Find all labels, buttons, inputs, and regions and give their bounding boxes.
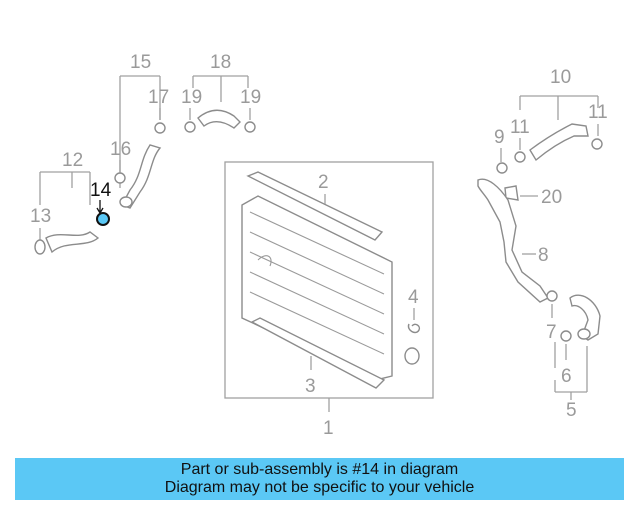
clip-4[interactable] (407, 323, 421, 334)
leader-18 (192, 75, 249, 102)
caption-line-1: Part or sub-assembly is #14 in diagram (180, 461, 459, 478)
callout-10[interactable]: 10 (550, 67, 571, 88)
clamp-13[interactable] (34, 239, 46, 255)
callout-18[interactable]: 18 (210, 52, 231, 73)
leader-14 (96, 200, 104, 215)
intercooler-group: 1 2 3 4 (224, 161, 434, 439)
bracket-20[interactable] (504, 185, 519, 201)
pipe-8[interactable] (477, 178, 550, 303)
callout-1[interactable]: 1 (323, 418, 334, 439)
callout-14[interactable]: 14 (90, 180, 112, 201)
callout-9[interactable]: 9 (494, 127, 505, 148)
callout-11b[interactable]: 11 (588, 102, 608, 123)
callout-8[interactable]: 8 (538, 245, 549, 266)
hose-5-end (577, 328, 591, 340)
hose-15-end (119, 196, 133, 208)
leader-5 (554, 342, 588, 400)
hose-15[interactable] (121, 144, 162, 209)
clamp-11b[interactable] (591, 138, 603, 150)
callout-7[interactable]: 7 (546, 322, 557, 343)
caption-bar: Part or sub-assembly is #14 in diagram D… (15, 458, 624, 500)
clamp-9[interactable] (496, 162, 508, 174)
leader-12 (39, 171, 91, 205)
hose-12[interactable] (45, 231, 100, 254)
callout-12[interactable]: 12 (62, 150, 83, 171)
callout-16[interactable]: 16 (110, 139, 131, 160)
clamp-6[interactable] (560, 330, 572, 342)
seal-strip-2[interactable] (246, 171, 384, 241)
seal-strip-3[interactable] (250, 317, 386, 389)
callout-5[interactable]: 5 (566, 400, 577, 421)
leader-10 (519, 95, 599, 120)
hose-10[interactable] (529, 123, 589, 162)
clamp-14-highlighted[interactable] (96, 212, 110, 226)
intercooler-outlet (404, 347, 420, 365)
right-hose-group: 10 11 11 9 20 8 7 6 5 (477, 67, 608, 421)
caption-line-2: Diagram may not be specific to your vehi… (164, 479, 475, 496)
clamp-19b[interactable] (244, 121, 256, 133)
callout-19a[interactable]: 19 (181, 87, 202, 108)
callout-20[interactable]: 20 (541, 187, 562, 208)
callout-17[interactable]: 17 (148, 87, 169, 108)
left-hose-group: 12 13 14 15 16 17 (30, 52, 169, 255)
clamp-19a[interactable] (184, 121, 196, 133)
clamp-17[interactable] (154, 122, 166, 134)
callout-2[interactable]: 2 (318, 172, 329, 193)
intercooler-fins (249, 211, 385, 355)
callout-13[interactable]: 13 (30, 206, 51, 227)
callout-11a[interactable]: 11 (510, 117, 530, 138)
callout-4[interactable]: 4 (408, 287, 419, 308)
hose-18[interactable] (197, 109, 241, 129)
clamp-11a[interactable] (514, 151, 526, 163)
callout-15[interactable]: 15 (130, 52, 151, 73)
clamp-7-upper (546, 290, 558, 302)
clamp-16[interactable] (114, 172, 126, 184)
callout-19b[interactable]: 19 (240, 87, 261, 108)
callout-3[interactable]: 3 (305, 376, 316, 397)
intercooler-inlet (257, 255, 272, 267)
callout-6[interactable]: 6 (561, 366, 572, 387)
top-hose-group: 18 19 19 (181, 52, 261, 133)
